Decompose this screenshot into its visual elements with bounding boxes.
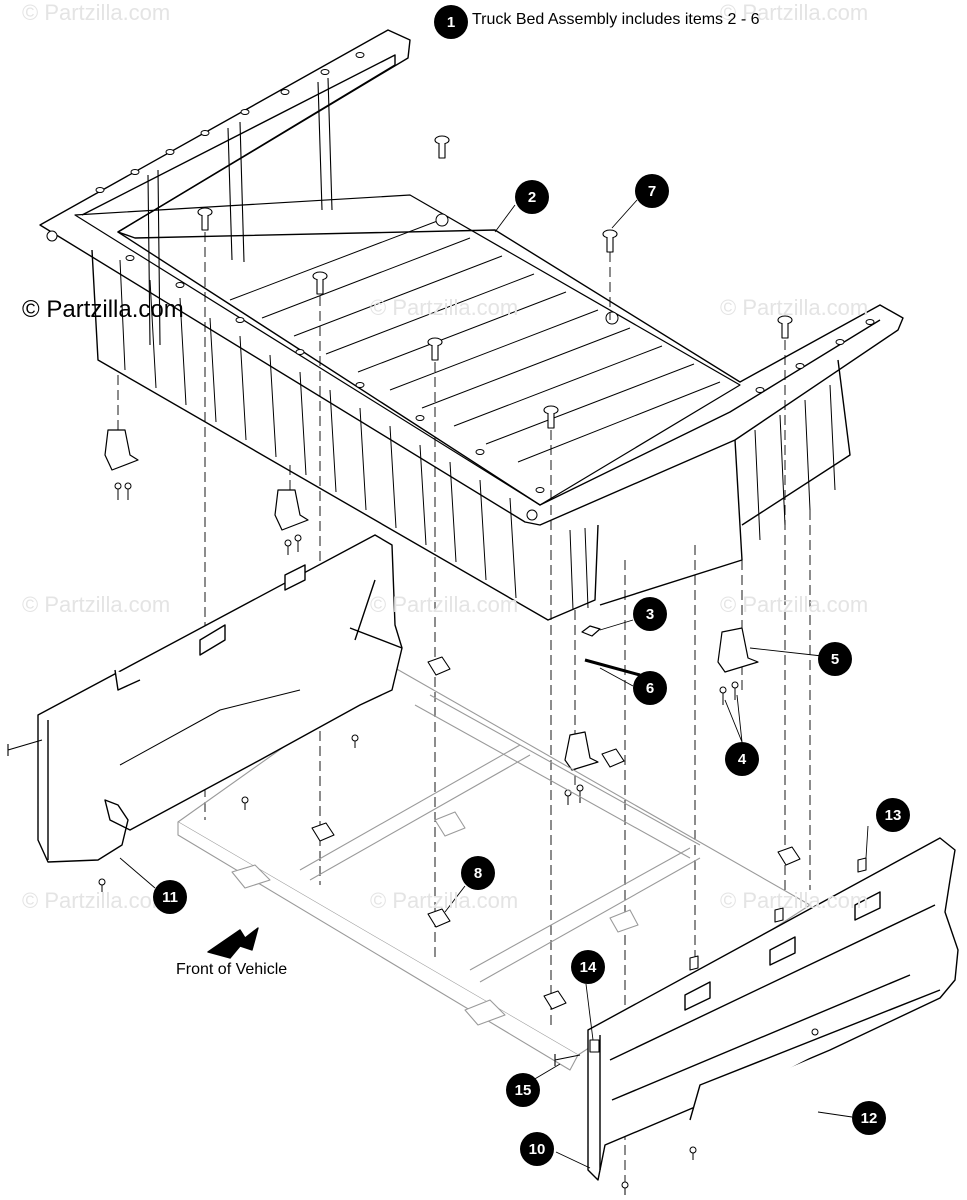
- callout-4: 4: [725, 742, 759, 776]
- alignment-lines: [117, 232, 811, 1185]
- front-arrow-icon: [207, 927, 259, 959]
- callout-13: 13: [876, 798, 910, 832]
- pivot-rod: [584, 658, 641, 677]
- truck-bed-tub: [39, 29, 904, 621]
- watermark: © Partzilla.com: [22, 888, 171, 913]
- leader-lines: [119, 199, 869, 1169]
- assembly-note: Truck Bed Assembly includes items 2 - 6: [472, 11, 760, 28]
- bed-bolts: [197, 135, 793, 429]
- watermark: © Partzilla.com: [720, 888, 869, 913]
- left-side-skirt: [37, 534, 403, 863]
- watermark: © Partzilla.com: [370, 295, 519, 320]
- small-fasteners: [7, 734, 867, 1195]
- callout-3: 3: [633, 597, 667, 631]
- callout-5: 5: [818, 642, 852, 676]
- callout-1: 1: [434, 5, 468, 39]
- callout-14: 14: [571, 950, 605, 984]
- hinge-brackets: [104, 429, 759, 805]
- watermark: © Partzilla.com: [720, 295, 869, 320]
- watermark: © Partzilla.com: [370, 888, 519, 913]
- watermark: © Partzilla.com: [22, 592, 171, 617]
- watermark: © Partzilla.com: [720, 592, 869, 617]
- right-side-skirt: [587, 837, 959, 1181]
- callout-7: 7: [635, 174, 669, 208]
- callout-8: 8: [461, 856, 495, 890]
- copyright-text: © Partzilla.com: [22, 296, 184, 323]
- callout-10: 10: [520, 1132, 554, 1166]
- watermark: © Partzilla.com: [370, 592, 519, 617]
- watermark: © Partzilla.com: [22, 0, 171, 25]
- front-of-vehicle-label: Front of Vehicle: [176, 961, 288, 978]
- watermark: © Partzilla.com: [720, 0, 869, 25]
- callout-12: 12: [852, 1101, 886, 1135]
- callout-2: 2: [515, 180, 549, 214]
- callout-15: 15: [506, 1073, 540, 1107]
- callout-11: 11: [153, 880, 187, 914]
- callout-6: 6: [633, 671, 667, 705]
